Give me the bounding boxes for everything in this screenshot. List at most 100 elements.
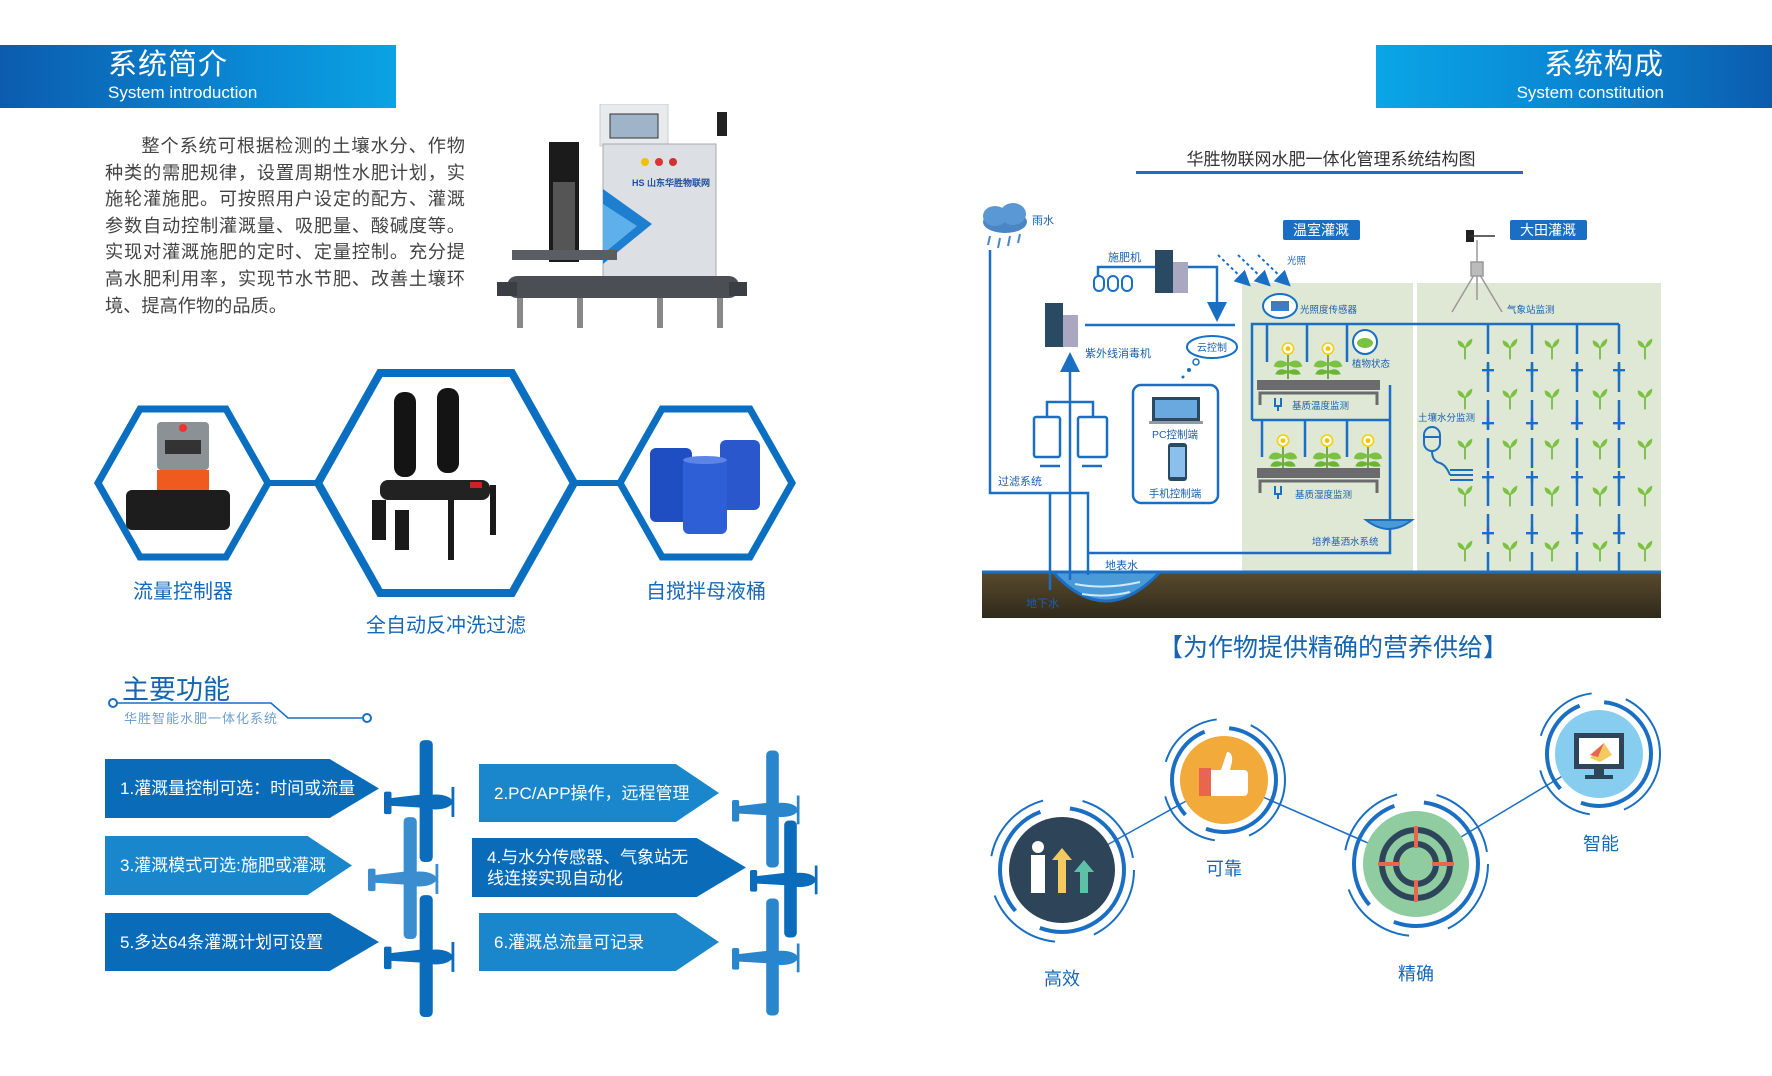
- sprinkler-plus-icon: [1526, 364, 1538, 376]
- label-plant-status: 植物状态: [1352, 358, 1391, 370]
- label-pc-control: PC控制端: [1152, 428, 1199, 441]
- label-filter-system: 过滤系统: [998, 475, 1042, 488]
- advantage-label-efficient: 高效: [1044, 969, 1080, 989]
- tagline: 【为作物提供精确的营养供给】: [1157, 634, 1508, 662]
- sprinkler-plus-icon: [1526, 417, 1538, 429]
- airplane-icon: [384, 895, 459, 1017]
- airplane-icon: [732, 898, 804, 1016]
- section-subtitle: System constitution: [1516, 83, 1664, 102]
- advantages-graphic: [989, 692, 1661, 943]
- label-substrate-temperature: 基质温度监测: [1292, 400, 1349, 412]
- label-cloud-control: 云控制: [1197, 341, 1227, 354]
- rain-cloud-icon: [983, 203, 1027, 249]
- component-label-tank: 自搅拌母液桶: [646, 581, 766, 603]
- svg-text:HS 山东华胜物联网: HS 山东华胜物联网: [632, 177, 710, 188]
- label-mobile-control: 手机控制端: [1149, 487, 1202, 500]
- feature-item-2: 2.PC/APP操作，远程管理: [479, 764, 719, 822]
- feature-label: 2.PC/APP操作，远程管理: [494, 783, 690, 803]
- section-subtitle: System introduction: [108, 83, 258, 102]
- field-panel: [1417, 283, 1661, 572]
- plant-status-icon: [1352, 329, 1378, 355]
- label-substrate-humidity: 基质湿度监测: [1295, 489, 1352, 501]
- component-label-flow-controller: 流量控制器: [133, 581, 233, 603]
- fertigation-machine-image: HS 山东华胜物联网: [497, 104, 747, 328]
- badge-field: 大田灌溉: [1510, 220, 1587, 240]
- substrate-trough: [1257, 468, 1380, 478]
- uv-disinfector-icon: [1045, 303, 1078, 347]
- feature-item-1: 1.灌溉量控制可选：时间或流量: [105, 759, 379, 818]
- sprinkler-plus-icon: [1482, 364, 1494, 376]
- feature-label: 1.灌溉量控制可选：时间或流量: [120, 779, 356, 798]
- soil-moisture-sensor-icon: [1423, 426, 1473, 481]
- diagram-title: 华胜物联网水肥一体化管理系统结构图: [1186, 150, 1476, 169]
- label-uv-disinfector: 紫外线消毒机: [1085, 346, 1151, 360]
- label-fertilizer-machine: 施肥机: [1108, 250, 1141, 264]
- features-subtitle: 华胜智能水肥一体化系统: [124, 711, 279, 726]
- components-hexagon-graphic: [93, 369, 797, 597]
- laptop-icon: [1149, 397, 1203, 424]
- control-terminal-box: [1131, 383, 1220, 505]
- section-header-system-constitution: 系统构成 System constitution: [1376, 45, 1772, 108]
- cloud-control-icon: [1181, 335, 1238, 379]
- light-sensor-icon: [1262, 293, 1298, 319]
- feature-label: 3.灌溉模式可选:施肥或灌溉: [120, 856, 326, 875]
- system-architecture-diagram: 雨水 施肥机 紫外线消毒机 云控制 PC控制端 手机控制端 过滤系统 地表水 地…: [982, 203, 1661, 618]
- feature-label: 4.与水分传感器、气象站无线连接实现自动化: [487, 847, 689, 888]
- feature-item-6: 6.灌溉总流量可记录: [479, 913, 719, 971]
- feature-label: 5.多达64条灌溉计划可设置: [120, 932, 324, 952]
- badge-field-label: 大田灌溉: [1520, 222, 1576, 238]
- drip-icon: [1274, 398, 1282, 411]
- badge-greenhouse-label: 温室灌溉: [1293, 222, 1349, 238]
- target-icon: [1363, 811, 1469, 917]
- sprinkler-plus-icon: [1482, 471, 1494, 483]
- field-sprinkler-markers: [1482, 364, 1625, 539]
- mixing-tanks-image: [650, 440, 760, 534]
- section-title: 系统构成: [1543, 49, 1664, 81]
- rings: [989, 797, 1135, 943]
- component-label-filter: 全自动反冲洗过滤: [366, 615, 526, 637]
- sprinkler-plus-icon: [1571, 527, 1583, 539]
- sprinkler-plus-icon: [1613, 417, 1625, 429]
- sprinkler-plus-icon: [1571, 364, 1583, 376]
- advantage-label-precise: 精确: [1398, 964, 1434, 984]
- feature-label: 6.灌溉总流量可记录: [494, 932, 645, 952]
- label-sprinkler-system: 培养基洒水系统: [1312, 536, 1379, 548]
- sprinkler-plus-icon: [1613, 527, 1625, 539]
- feature-item-4: 4.与水分传感器、气象站无线连接实现自动化: [472, 838, 746, 897]
- substrate-trough: [1257, 380, 1380, 390]
- label-groundwater: 地下水: [1026, 597, 1059, 610]
- feature-item-5: 5.多达64条灌溉计划可设置: [105, 913, 379, 971]
- thumbs-up-icon: [1180, 736, 1268, 824]
- features-title-decoration: [108, 698, 372, 723]
- monitor-icon: [1555, 710, 1643, 798]
- sprinkler-plus-icon: [1482, 527, 1494, 539]
- label-surface-water: 地表水: [1105, 558, 1138, 572]
- label-weather-station: 气象站监测: [1507, 304, 1555, 316]
- label-light: 光照: [1287, 255, 1307, 267]
- feature-item-3: 3.灌溉模式可选:施肥或灌溉: [105, 836, 352, 895]
- sprinkler-plus-icon: [1526, 471, 1538, 483]
- weather-station-icon: [1451, 230, 1503, 313]
- sprinkler-plus-icon: [1613, 471, 1625, 483]
- efficiency-icon: [1009, 817, 1115, 923]
- drip-icon: [1274, 486, 1282, 499]
- sprinkler-basin-icon: [1363, 519, 1415, 530]
- section-title: 系统简介: [108, 49, 229, 81]
- section-header-system-introduction: 系统简介 System introduction: [0, 45, 396, 108]
- features-title: 主要功能: [122, 675, 230, 705]
- badge-greenhouse: 温室灌溉: [1283, 220, 1360, 240]
- flow-controller-image: [126, 422, 230, 530]
- advantage-label-smart: 智能: [1583, 834, 1619, 854]
- sprinkler-plus-icon: [1482, 417, 1494, 429]
- sprinkler-plus-icon: [1613, 364, 1625, 376]
- sprinkler-plus-icon: [1571, 471, 1583, 483]
- fertilizer-machine-icon: [1093, 250, 1188, 293]
- label-rain: 雨水: [1032, 214, 1054, 227]
- backwash-filter-image: [372, 388, 496, 560]
- label-light-sensor: 光照度传感器: [1300, 304, 1358, 316]
- sprinkler-plus-icon: [1571, 417, 1583, 429]
- diagram-title-underline: [1136, 171, 1523, 174]
- intro-paragraph: 整个系统可根据检测的土壤水分、作物种类的需肥规律，设置周期性水肥计划，实施轮灌施…: [105, 136, 465, 316]
- mobile-phone-icon: [1168, 443, 1187, 481]
- label-soil-moisture: 土壤水分监测: [1418, 412, 1475, 424]
